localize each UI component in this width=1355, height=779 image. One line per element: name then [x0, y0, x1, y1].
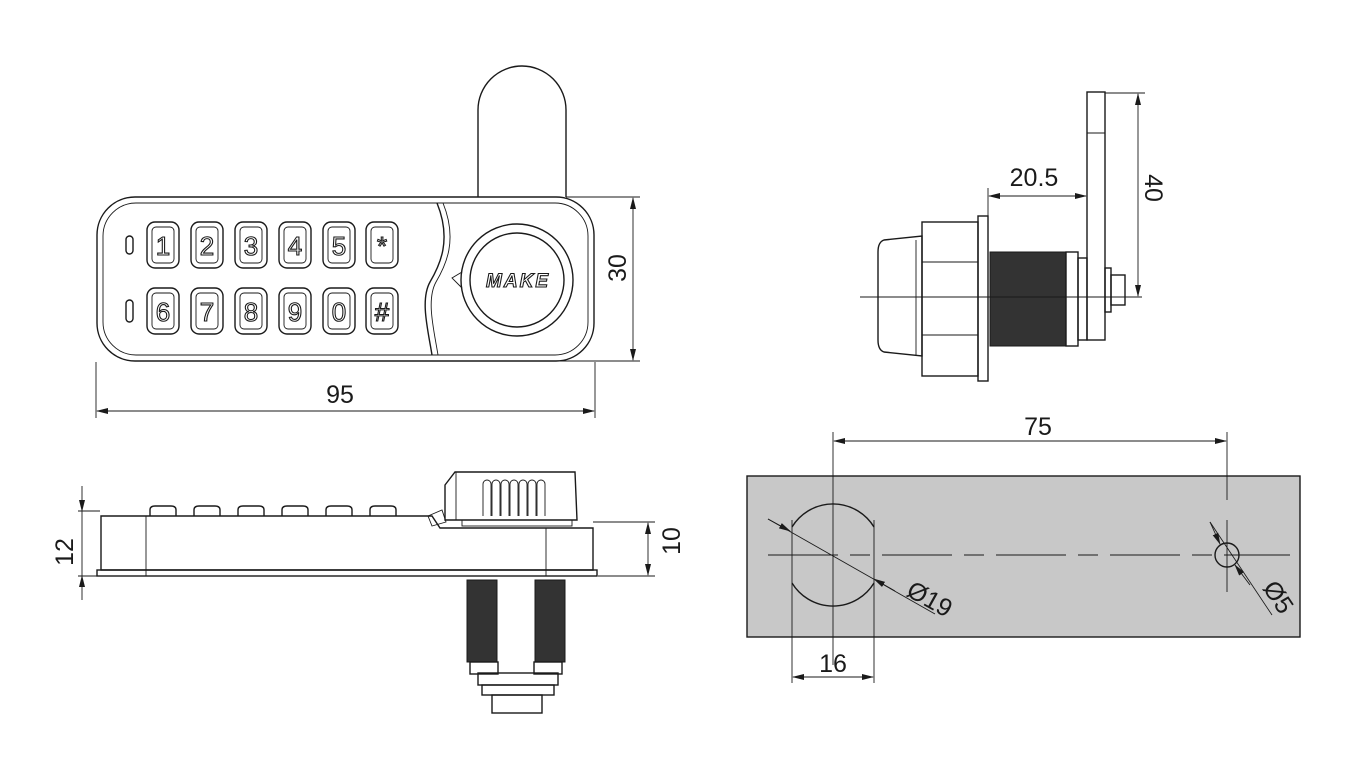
side-key-3	[237, 505, 265, 516]
key-label: 2	[200, 231, 214, 261]
side-knob	[444, 471, 578, 521]
knurl-ridge	[491, 479, 501, 516]
knob-logo: MAKE	[486, 271, 549, 292]
knob-outer[interactable]	[460, 223, 574, 337]
dim-hole-spacing-label: 75	[1024, 413, 1052, 441]
cam-nut	[1110, 274, 1126, 306]
knurl-ridge	[509, 479, 519, 516]
cam-side-view: 20.5 40	[860, 91, 1167, 382]
dim-height-label: 30	[604, 254, 632, 282]
cam-body	[921, 221, 979, 377]
dim-width-label: 95	[326, 381, 354, 409]
cam-thread	[989, 251, 1067, 347]
knurl-ridge	[482, 479, 492, 516]
keypad-key-hash[interactable]: #	[365, 287, 399, 335]
key-label: 6	[156, 297, 170, 327]
key-label: 9	[288, 297, 302, 327]
body-divider	[424, 202, 445, 356]
led-indicator-2	[125, 299, 134, 323]
keypad-key-3[interactable]: 3	[234, 221, 268, 269]
lock-body-inner	[102, 202, 589, 356]
knurl-ridge	[536, 479, 546, 516]
knob-inner	[469, 232, 565, 328]
side-key-5	[325, 505, 353, 516]
led-indicator-1	[125, 235, 134, 255]
key-label: 5	[332, 231, 346, 261]
keypad-key-5[interactable]: 5	[322, 221, 356, 269]
key-label: 7	[200, 297, 214, 327]
key-label: 8	[244, 297, 258, 327]
dim-body-height-label: 10	[658, 527, 686, 555]
knurl-ridge	[527, 479, 537, 516]
knurl-ridge	[518, 479, 528, 516]
keypad-key-8[interactable]: 8	[234, 287, 268, 335]
cam-flange	[977, 215, 989, 382]
panel	[746, 475, 1301, 638]
keypad-key-0[interactable]: 0	[322, 287, 356, 335]
keypad-key-9[interactable]: 9	[278, 287, 312, 335]
bolt-left	[466, 579, 498, 663]
keypad-key-7[interactable]: 7	[190, 287, 224, 335]
lock-body-outer	[96, 196, 595, 362]
key-label: 0	[332, 297, 346, 327]
dim-total-height-label: 12	[51, 538, 79, 566]
side-key-4	[281, 505, 309, 516]
side-view: 12 10	[51, 471, 686, 714]
shackle	[477, 65, 567, 197]
key-label: 4	[288, 231, 302, 261]
dim-cam-length-label: 40	[1139, 174, 1167, 202]
key-label: #	[375, 297, 390, 327]
side-key-2	[193, 505, 221, 516]
keypad-key-4[interactable]: 4	[278, 221, 312, 269]
cam-knob	[877, 235, 923, 357]
side-key-1	[149, 505, 177, 516]
side-body	[100, 515, 594, 571]
cam-plate	[1086, 91, 1106, 341]
bolt-right	[534, 579, 566, 663]
keypad-key-star[interactable]: *	[365, 221, 399, 269]
knurl-ridge	[500, 479, 510, 516]
cutout-template: 75 Ø19 16 Ø5	[746, 413, 1301, 683]
keypad-key-2[interactable]: 2	[190, 221, 224, 269]
keypad-key-6[interactable]: 6	[146, 287, 180, 335]
keypad-key-1[interactable]: 1	[146, 221, 180, 269]
dim-cam-offset-label: 20.5	[1010, 164, 1059, 192]
key-label: *	[377, 231, 387, 261]
key-label: 3	[244, 231, 258, 261]
side-key-6	[369, 505, 397, 516]
key-label: 1	[156, 231, 170, 261]
dim-line-main-hole	[767, 518, 936, 615]
dim-flat-width-label: 16	[819, 650, 847, 678]
